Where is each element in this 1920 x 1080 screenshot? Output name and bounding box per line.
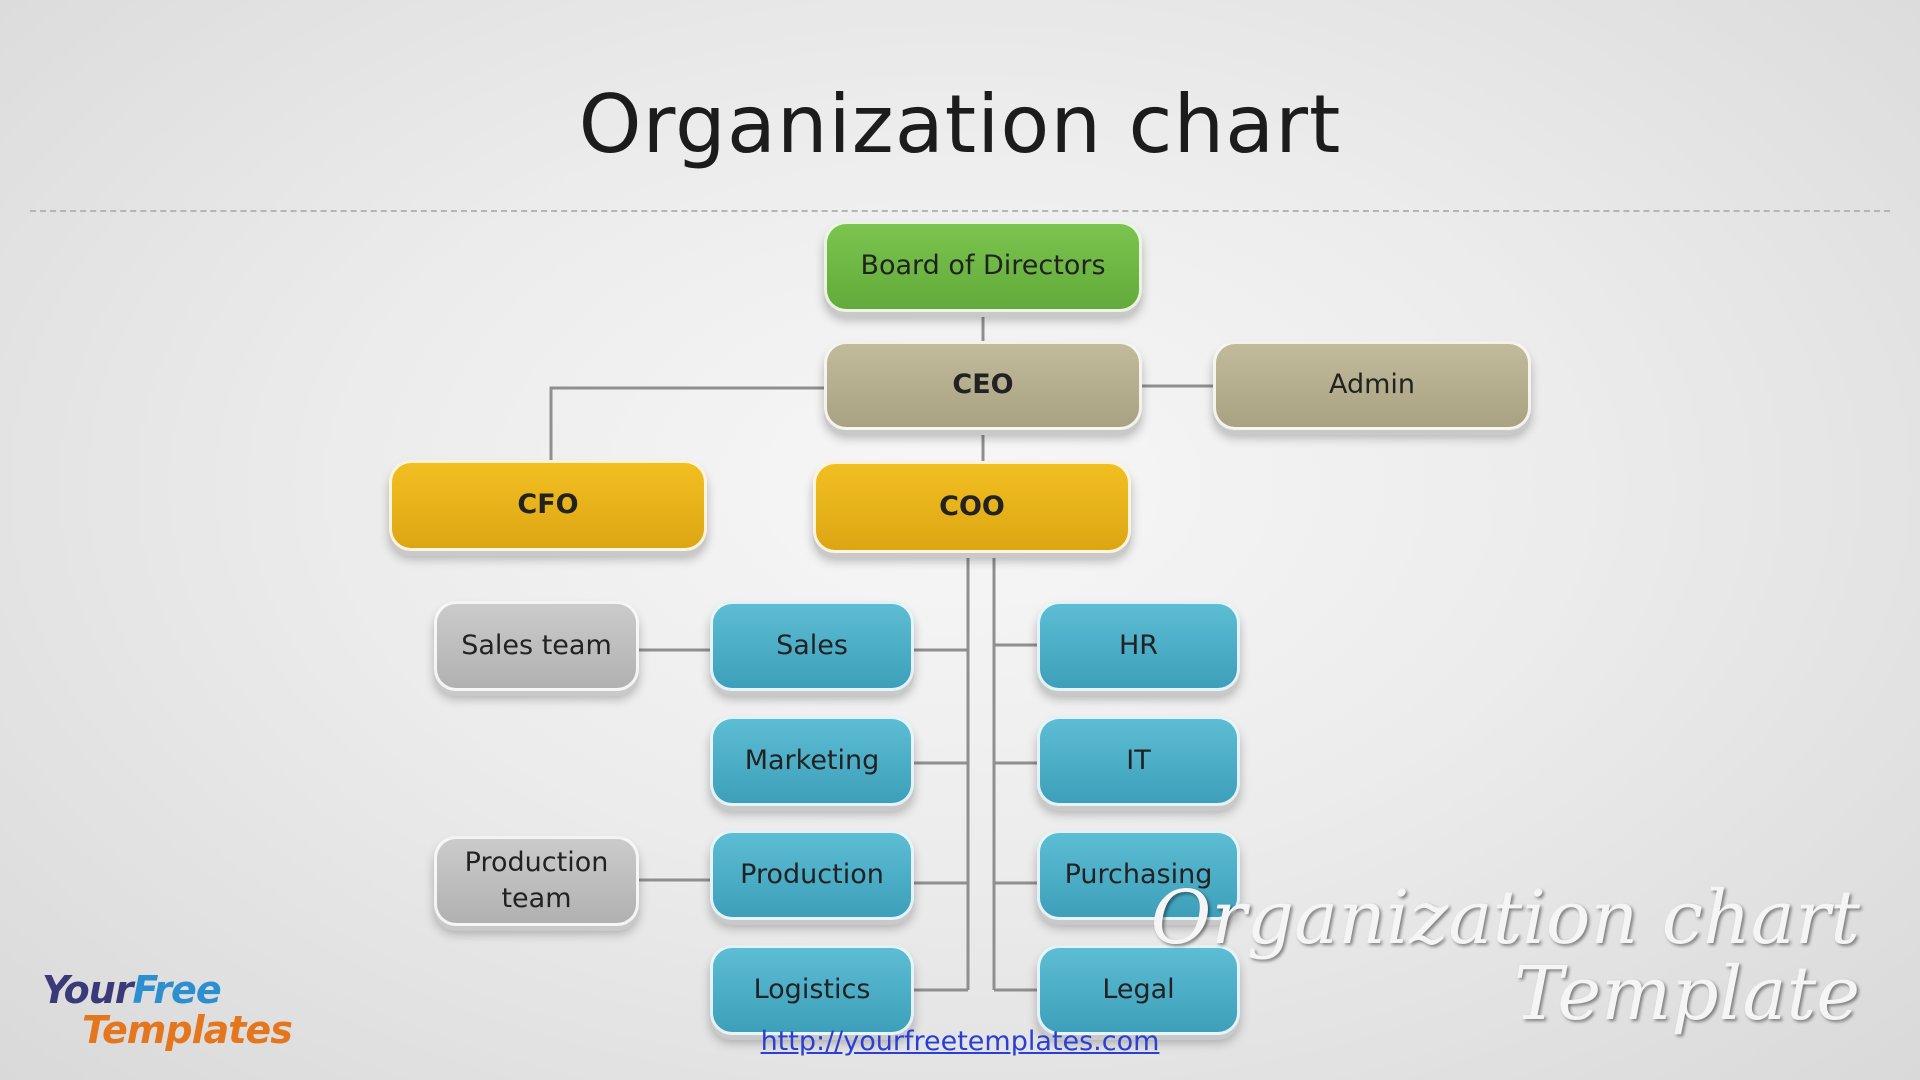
watermark-line2: Template <box>1513 951 1860 1037</box>
node-admin: Admin <box>1213 341 1531 430</box>
node-logistics: Logistics <box>710 945 914 1035</box>
logo-your: Your <box>42 968 134 1012</box>
node-marketing: Marketing <box>710 716 914 806</box>
node-production: Production <box>710 830 914 920</box>
page-title: Organization chart <box>578 78 1342 171</box>
node-coo: COO <box>813 461 1131 553</box>
node-cfo: CFO <box>389 460 707 551</box>
node-legal: Legal <box>1037 945 1240 1035</box>
connector-ceo-cfo <box>549 386 824 460</box>
node-board-of-directors: Board of Directors <box>824 221 1142 312</box>
logo-free: Free <box>132 968 222 1012</box>
brand-logo: YourFree Templates <box>42 968 293 1058</box>
website-link[interactable]: http://yourfreetemplates.com <box>760 1026 1160 1057</box>
node-it: IT <box>1037 716 1240 806</box>
watermark-text: Organization chart Template <box>1151 880 1860 1032</box>
node-ceo: CEO <box>824 341 1142 430</box>
watermark-line1: Organization chart <box>1150 875 1860 961</box>
node-sales: Sales <box>710 601 914 691</box>
node-purchasing: Purchasing <box>1037 830 1240 920</box>
logo-templates: Templates <box>82 1008 293 1052</box>
title-divider <box>30 210 1890 212</box>
node-production-team: Production team <box>434 836 639 926</box>
node-hr: HR <box>1037 601 1240 691</box>
node-sales-team: Sales team <box>434 601 639 691</box>
